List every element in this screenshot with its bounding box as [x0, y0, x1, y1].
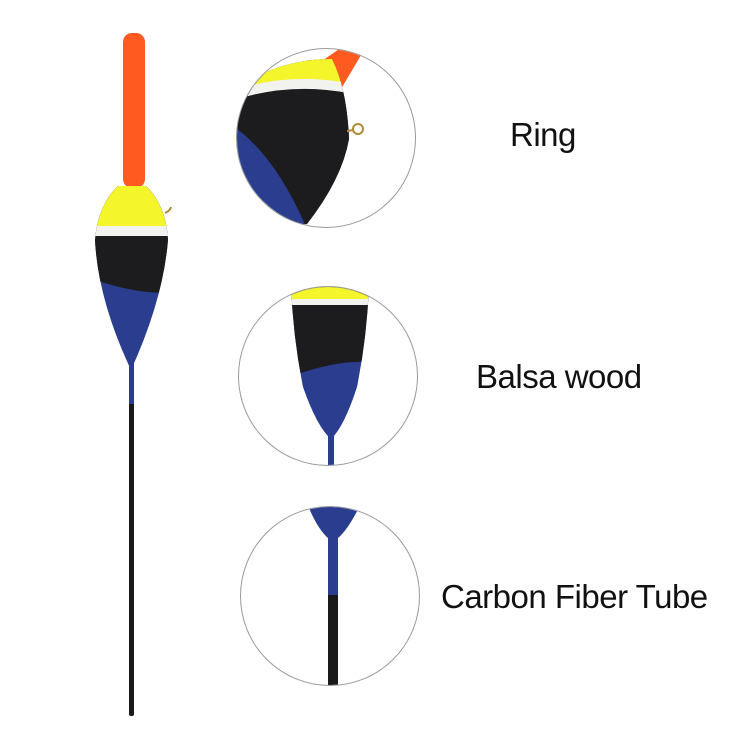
balsa-wood-detail-circle	[238, 286, 418, 466]
carbon-fiber-stem	[129, 368, 134, 716]
ring-loop-icon	[352, 123, 364, 135]
fishing-float-illustration	[95, 33, 172, 716]
carbon-fiber-tube-label: Carbon Fiber Tube	[441, 578, 708, 615]
stem-blue-section	[129, 362, 134, 404]
balsa-body	[95, 186, 168, 370]
ring-detail-circle	[236, 48, 416, 228]
balsa-wood-label: Balsa wood	[476, 358, 642, 395]
antenna-tip	[123, 33, 145, 188]
carbon-fiber-tube-detail-circle	[240, 506, 420, 686]
ring-label: Ring	[510, 116, 576, 153]
ring-icon	[164, 206, 172, 214]
